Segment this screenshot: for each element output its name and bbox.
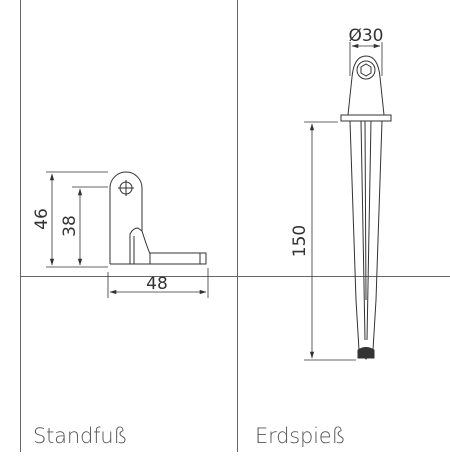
dim-width: 48 [146, 274, 168, 294]
standfuss-dimensions [46, 171, 209, 298]
dim-diameter: Ø30 [348, 26, 383, 46]
dim-inner-height: 38 [60, 215, 80, 237]
caption-standfuss: Standfuß [33, 424, 128, 448]
erdspiess-drawing [340, 55, 392, 360]
erdspiess-dimensions [304, 42, 383, 361]
dim-outer-height: 46 [32, 208, 52, 230]
standfuss-drawing [109, 171, 207, 265]
panel-frame [20, 0, 450, 452]
caption-erdspiess: Erdspieß [255, 424, 346, 448]
dim-length: 150 [290, 225, 310, 257]
